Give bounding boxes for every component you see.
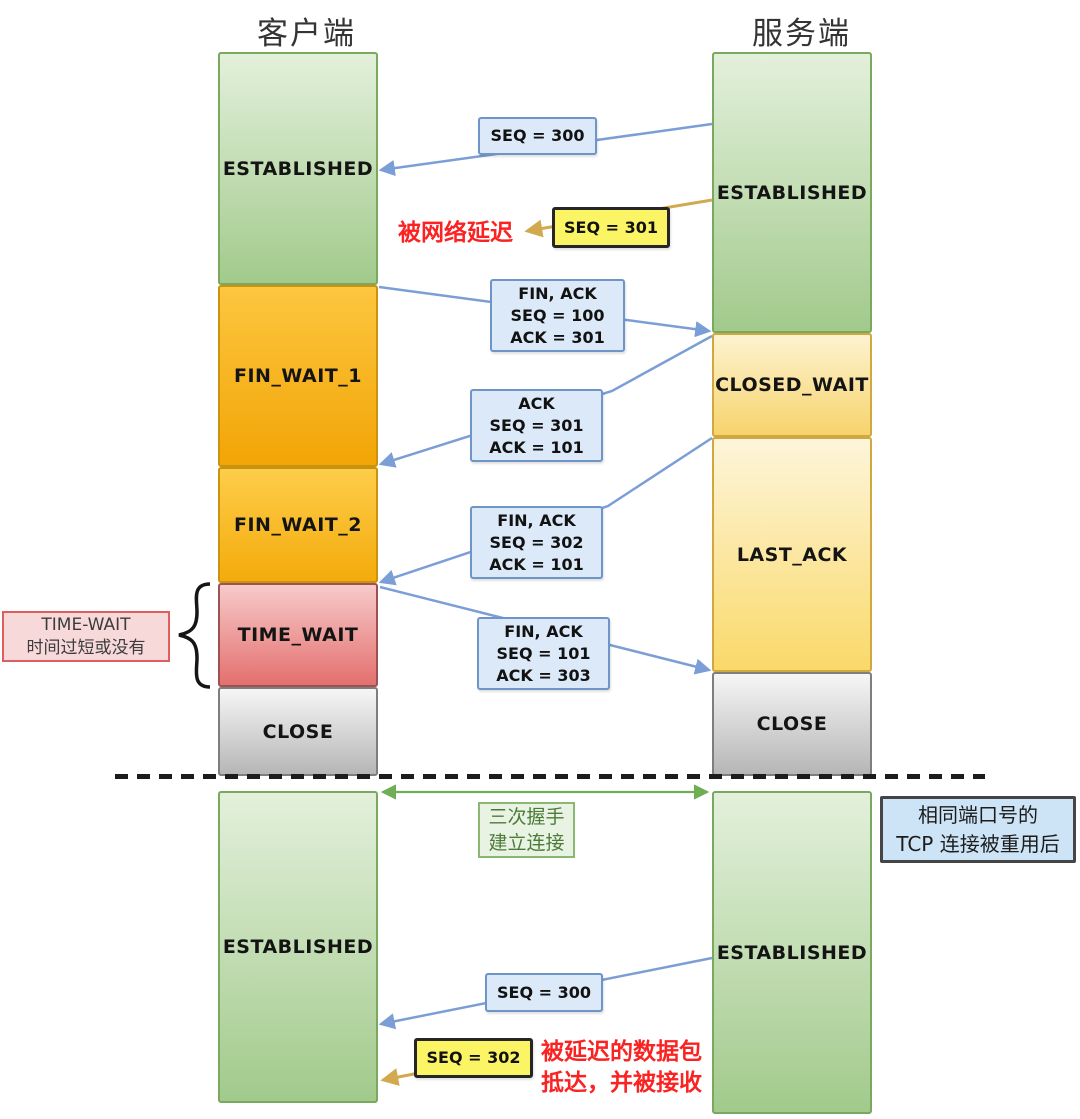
client-state-fin-wait-2: FIN_WAIT_2 <box>218 467 378 583</box>
port-reuse-note: 相同端口号的 TCP 连接被重用后 <box>880 796 1076 863</box>
state-label: CLOSE <box>262 720 334 743</box>
msg-text: SEQ = 300 <box>497 982 591 1002</box>
server-state-close: CLOSE <box>712 672 872 776</box>
note-line: 相同端口号的 <box>918 802 1038 827</box>
client-state-established: ESTABLISHED <box>218 52 378 285</box>
msg-fin-from-server: FIN, ACK SEQ = 302 ACK = 101 <box>470 506 603 579</box>
msg-line: SEQ = 100 <box>510 305 605 325</box>
server-state-closed-wait: CLOSED_WAIT <box>712 333 872 437</box>
msg-line: SEQ = 301 <box>489 415 584 435</box>
msg-line: ACK = 101 <box>489 554 584 574</box>
state-label: ESTABLISHED <box>716 941 868 964</box>
state-label: TIME_WAIT <box>237 624 359 646</box>
note-line: TCP 连接被重用后 <box>896 831 1060 856</box>
network-delayed-note: 被网络延迟 <box>398 219 513 245</box>
state-label: ESTABLISHED <box>716 181 868 204</box>
handshake-note: 三次握手 建立连接 <box>478 802 575 858</box>
note-line: 三次握手 <box>488 806 565 828</box>
client-state-time-wait: TIME_WAIT <box>218 583 378 687</box>
msg-seq301-delayed: SEQ = 301 <box>552 207 670 248</box>
state-label: LAST_ACK <box>736 543 848 566</box>
note-line: TIME-WAIT <box>41 614 131 635</box>
msg-line: ACK <box>518 393 555 413</box>
msg-text: SEQ = 302 <box>426 1048 521 1067</box>
state-label: ESTABLISHED <box>222 157 374 180</box>
connection-reuse-divider <box>115 774 985 779</box>
server-state-last-ack: LAST_ACK <box>712 437 872 672</box>
server-state-established-reused: ESTABLISHED <box>712 791 872 1114</box>
msg-seq300-bottom: SEQ = 300 <box>485 973 603 1012</box>
msg-ack-from-server: ACK SEQ = 301 ACK = 101 <box>470 389 603 462</box>
state-label: FIN_WAIT_2 <box>233 514 362 536</box>
msg-seq302-delayed: SEQ = 302 <box>414 1038 533 1078</box>
note-line: 建立连接 <box>488 832 565 854</box>
note-line: 时间过短或没有 <box>26 637 146 658</box>
msg-line: ACK = 101 <box>489 437 584 457</box>
msg-ack-from-client: FIN, ACK SEQ = 101 ACK = 303 <box>477 617 610 690</box>
msg-line: FIN, ACK <box>497 510 576 530</box>
server-column-title: 服务端 <box>752 16 851 51</box>
server-state-established: ESTABLISHED <box>712 52 872 333</box>
msg-line: SEQ = 101 <box>496 643 591 663</box>
delayed-arrival-note: 被延迟的数据包 抵达，并被接收 <box>541 1036 702 1098</box>
state-label: CLOSED_WAIT <box>715 374 869 396</box>
msg-line: ACK = 303 <box>496 665 591 685</box>
msg-text: SEQ = 300 <box>490 126 585 145</box>
note-line: 抵达，并被接收 <box>541 1069 702 1095</box>
msg-line: SEQ = 302 <box>489 532 584 552</box>
state-label: ESTABLISHED <box>222 936 374 958</box>
msg-line: FIN, ACK <box>504 621 583 641</box>
note-line: 被延迟的数据包 <box>541 1038 702 1064</box>
msg-text: SEQ = 301 <box>564 217 658 237</box>
state-label: FIN_WAIT_1 <box>233 365 362 387</box>
msg-fin-from-client: FIN, ACK SEQ = 100 ACK = 301 <box>490 279 625 352</box>
client-state-fin-wait-1: FIN_WAIT_1 <box>218 285 378 467</box>
client-column-title: 客户端 <box>257 16 356 51</box>
msg-line: FIN, ACK <box>518 283 597 303</box>
state-label: CLOSE <box>756 713 828 735</box>
time-wait-short-note: TIME-WAIT 时间过短或没有 <box>2 611 170 662</box>
client-state-established-reused: ESTABLISHED <box>218 791 378 1103</box>
msg-line: ACK = 301 <box>510 327 605 347</box>
client-state-close: CLOSE <box>218 687 378 776</box>
time-wait-brace <box>178 582 211 689</box>
msg-seq300-top: SEQ = 300 <box>478 117 597 155</box>
